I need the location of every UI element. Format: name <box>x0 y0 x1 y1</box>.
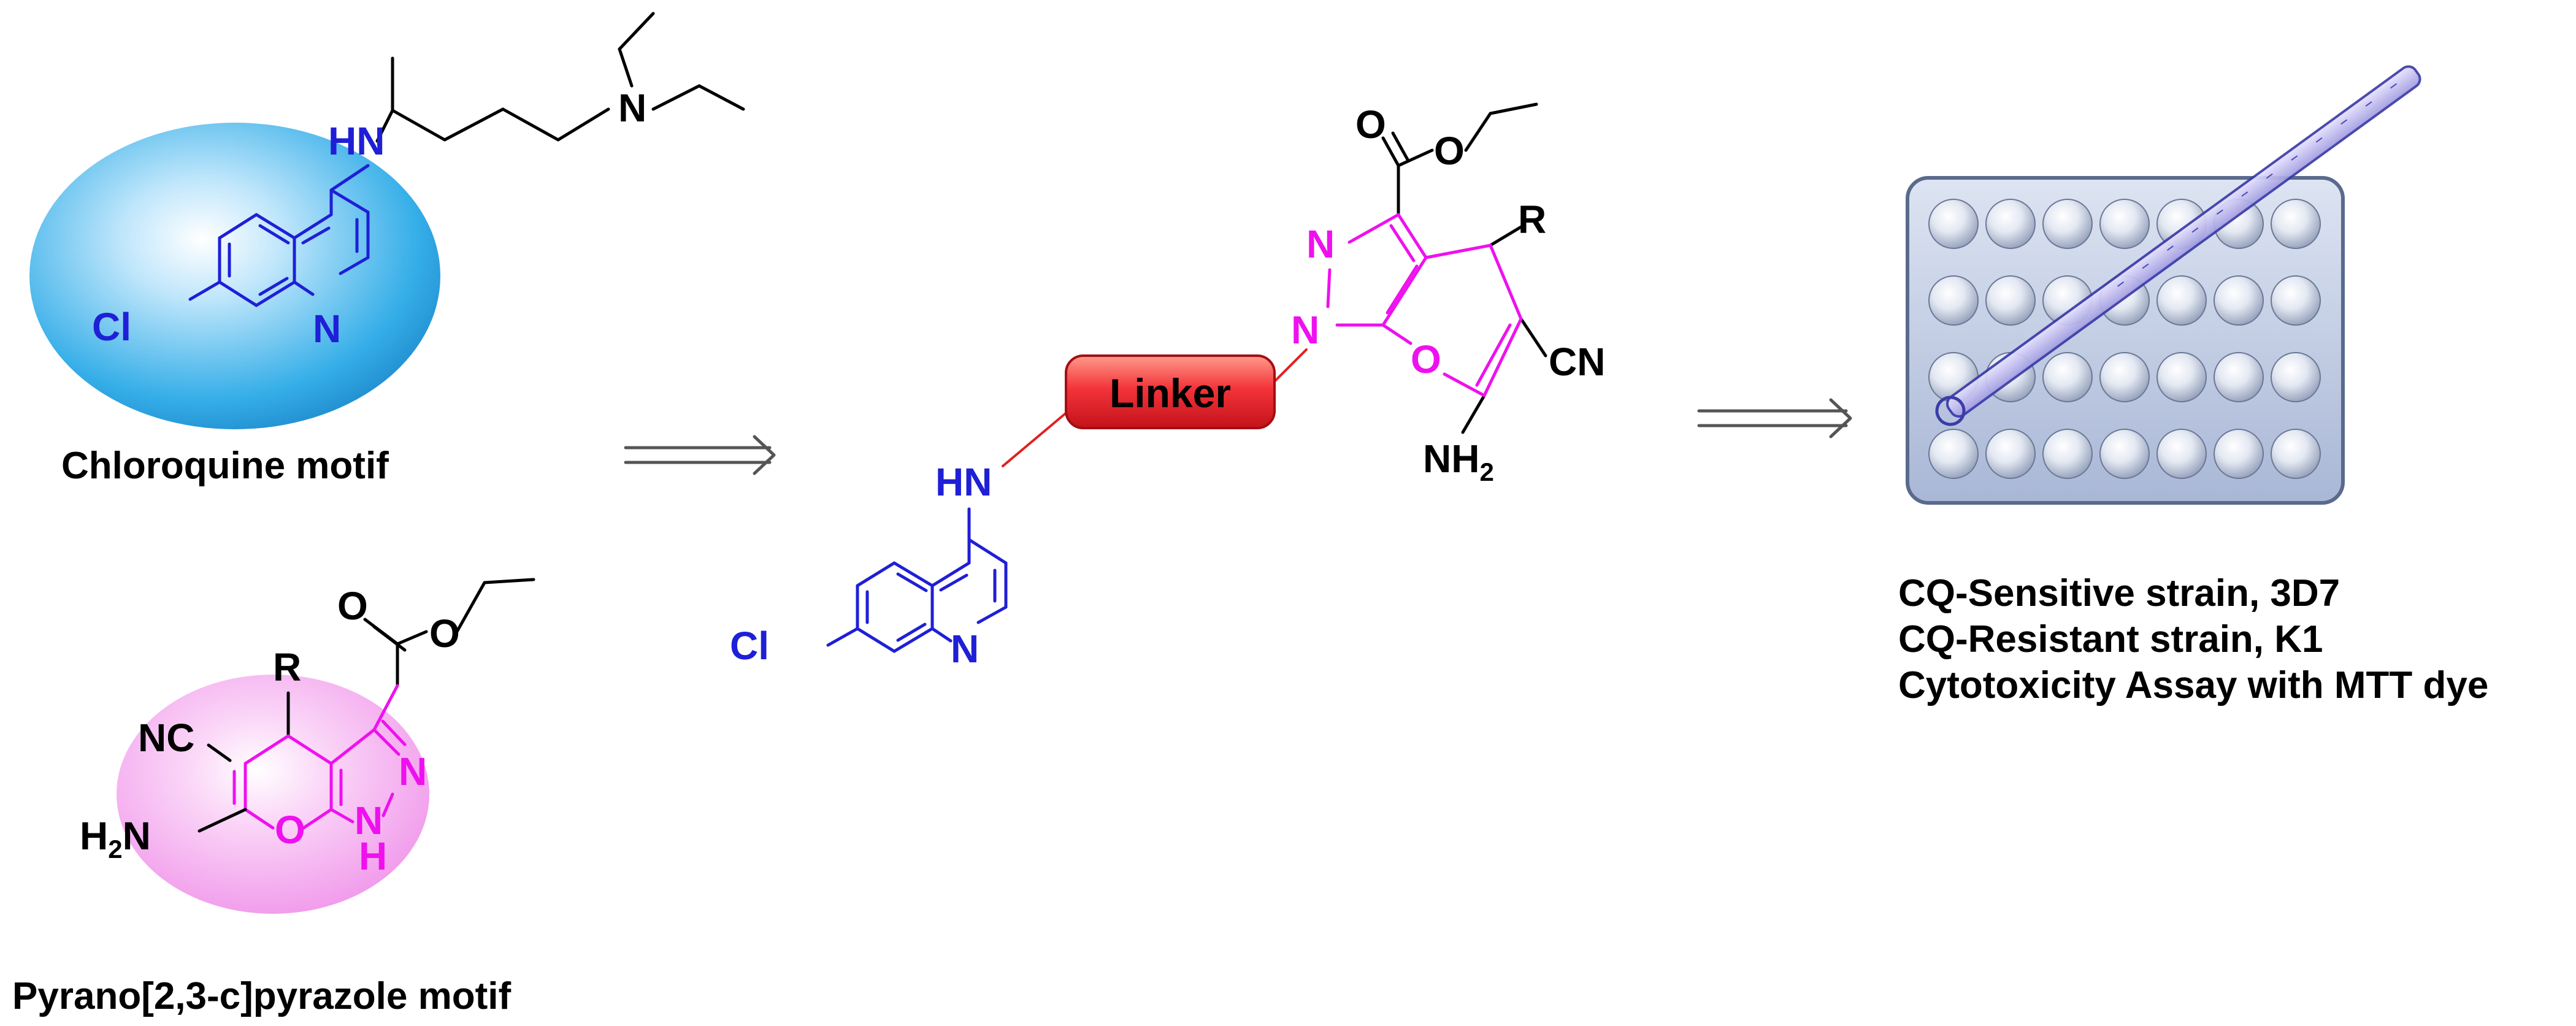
hybrid-nh2-label: NH2 <box>1423 437 1494 486</box>
pyrano-ester-group <box>207 578 535 762</box>
hybrid-ester-o-label: O <box>1434 129 1465 173</box>
pipette-tip <box>1935 396 1966 426</box>
pyrano-n1-label: N <box>399 749 427 794</box>
plate-well <box>2214 429 2264 479</box>
hybrid-cl-label: Cl <box>730 624 769 668</box>
plate-well <box>2271 352 2321 402</box>
plate-well <box>2156 352 2207 402</box>
pyrano-ester-o-label: O <box>429 611 460 656</box>
plate-well <box>2099 429 2150 479</box>
chloroquine-cl-label: Cl <box>92 305 131 349</box>
pyrano-nh-n-label: N <box>355 798 383 843</box>
plate-well <box>1928 275 1979 326</box>
plate-well <box>2042 199 2093 249</box>
pyrano-nc-label: NC <box>138 716 194 760</box>
hybrid-ester-group <box>1381 102 1547 434</box>
assay-line-1: CQ-Sensitive strain, 3D7 <box>1898 572 2340 614</box>
pipette-body <box>1945 65 2421 418</box>
chloroquine-highlight-ellipse <box>29 123 440 429</box>
arrow-to-hybrid <box>624 435 776 475</box>
hybrid-ring-system <box>1326 213 1523 397</box>
pyrano-carbonyl-o-label: O <box>337 584 368 628</box>
plate-well <box>2271 429 2321 479</box>
plate-well <box>1985 429 2036 479</box>
pyrano-r-label: R <box>273 645 301 689</box>
plate-well <box>2099 199 2150 249</box>
assay-line-2: CQ-Resistant strain, K1 <box>1898 618 2323 660</box>
hybrid-ring-n-label: N <box>951 627 979 671</box>
chloroquine-motif: N HN N Cl Chloroquine <box>29 12 745 487</box>
pyrano-highlight-ellipse <box>117 675 429 914</box>
chloroquine-side-chain <box>375 12 745 143</box>
hybrid-r-label: R <box>1518 197 1546 242</box>
plate-well <box>1985 199 2036 249</box>
plate-well <box>2099 352 2150 402</box>
pipette <box>1935 65 2421 426</box>
plate-well <box>2271 199 2321 249</box>
hybrid-carbonyl-o-label: O <box>1355 102 1386 147</box>
hybrid-ring-o-label: O <box>1411 337 1441 381</box>
plate-well <box>1928 199 1979 249</box>
pyrano-h2n-label: H2N <box>80 814 151 863</box>
pyrano-pyrazole-motif: O O R NC H2N O N N H Pyrano[2,3-c]pyrazo… <box>12 578 535 1017</box>
hybrid-hn-label: HN <box>935 460 992 504</box>
chloroquine-hn-label: HN <box>328 119 385 163</box>
linker-box <box>1065 354 1276 429</box>
chloroquine-ring-n-label: N <box>313 307 341 351</box>
plate-well <box>2214 275 2264 326</box>
pyrano-ring-system <box>197 684 407 833</box>
hybrid-molecule: Linker HN N Cl <box>730 102 1605 671</box>
assay-description: CQ-Sensitive strain, 3D7 CQ-Resistant st… <box>1898 572 2488 706</box>
assay-line-3: Cytotoxicity Assay with MTT dye <box>1898 664 2488 706</box>
chloroquine-quinoline-ring <box>188 164 370 307</box>
hybrid-cn-label: CN <box>1549 340 1605 384</box>
hybrid-n2-label: N <box>1306 222 1335 266</box>
plate-well <box>2271 275 2321 326</box>
chloroquine-motif-caption: Chloroquine motif <box>61 445 389 487</box>
chloroquine-amine-n-label: N <box>618 86 646 130</box>
plate-well <box>2156 429 2207 479</box>
pyrano-h-label: H <box>359 834 387 878</box>
pyrano-motif-caption: Pyrano[2,3-c]pyrazole motif <box>12 975 511 1017</box>
plate-well <box>2156 275 2207 326</box>
hybrid-n1-label: N <box>1291 308 1319 352</box>
plate-well <box>2214 352 2264 402</box>
pyrano-ring-o-label: O <box>275 808 305 852</box>
arrow-to-assay <box>1697 398 1852 438</box>
plate-well <box>1985 275 2036 326</box>
plate-well <box>1928 429 1979 479</box>
plate-well <box>2042 352 2093 402</box>
well-plate <box>1906 176 2345 505</box>
hybrid-quinoline-ring <box>826 507 1008 653</box>
plate-well <box>2042 429 2093 479</box>
linker-label: Linker <box>1110 370 1231 416</box>
assay-plate-illustration <box>1906 65 2421 505</box>
